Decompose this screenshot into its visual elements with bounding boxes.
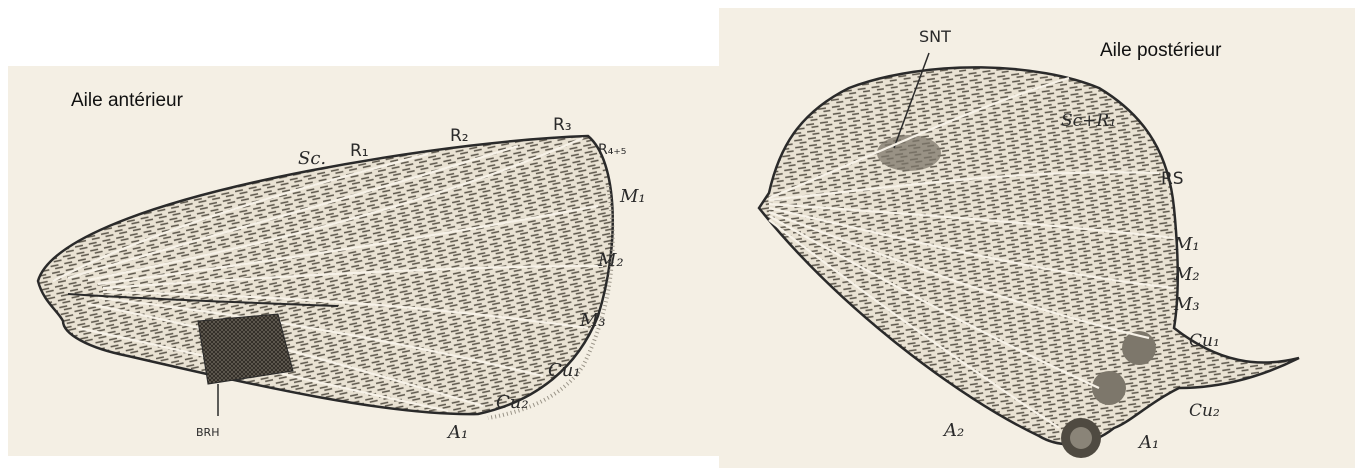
label-snt: SNT (919, 27, 951, 46)
label-cu2-hind: Cu₂ (1189, 401, 1220, 421)
label-brh: BRH (196, 426, 219, 439)
label-r3: R₃ (553, 115, 572, 135)
label-sc: Sc. (298, 148, 326, 169)
label-m2-hind: M₂ (1173, 264, 1200, 285)
label-r1: R₁ (350, 141, 369, 161)
forewing-drawing: Sc. R₁ R₂ R₃ R₄₊₅ M₁ M₂ M₃ Cu₁ Cu₂ A₁ BR… (8, 66, 719, 456)
label-m2: M₂ (597, 250, 624, 271)
forewing-figure: Sc. R₁ R₂ R₃ R₄₊₅ M₁ M₂ M₃ Cu₁ Cu₂ A₁ BR… (8, 66, 719, 456)
label-a1: A₁ (446, 422, 468, 443)
label-cu1: Cu₁ (548, 360, 581, 381)
label-m3-hind: M₃ (1173, 294, 1200, 315)
label-rs: RS (1161, 169, 1184, 189)
snt-patch (877, 135, 941, 171)
label-cu2: Cu₂ (496, 392, 529, 413)
hindwing-caption: Aile postérieur (1100, 40, 1221, 62)
label-m3: M₃ (579, 310, 606, 331)
label-r45: R₄₊₅ (598, 142, 626, 158)
label-cu1-hind: Cu₁ (1189, 331, 1220, 351)
label-r2: R₂ (450, 126, 469, 146)
hindwing-figure: SNT Sc+R₁ RS M₁ M₂ M₃ Cu₁ Cu₂ A₁ A₂ Aile… (719, 8, 1355, 468)
hindwing-drawing: SNT Sc+R₁ RS M₁ M₂ M₃ Cu₁ Cu₂ A₁ A₂ (719, 8, 1355, 468)
forewing-caption: Aile antérieur (71, 90, 183, 112)
label-scr1: Sc+R₁ (1061, 111, 1116, 131)
label-m1: M₁ (619, 186, 646, 207)
brh-patch (198, 314, 293, 384)
label-a1-hind: A₁ (1137, 432, 1159, 453)
label-m1-hind: M₁ (1173, 234, 1200, 255)
label-a2-hind: A₂ (942, 420, 964, 441)
